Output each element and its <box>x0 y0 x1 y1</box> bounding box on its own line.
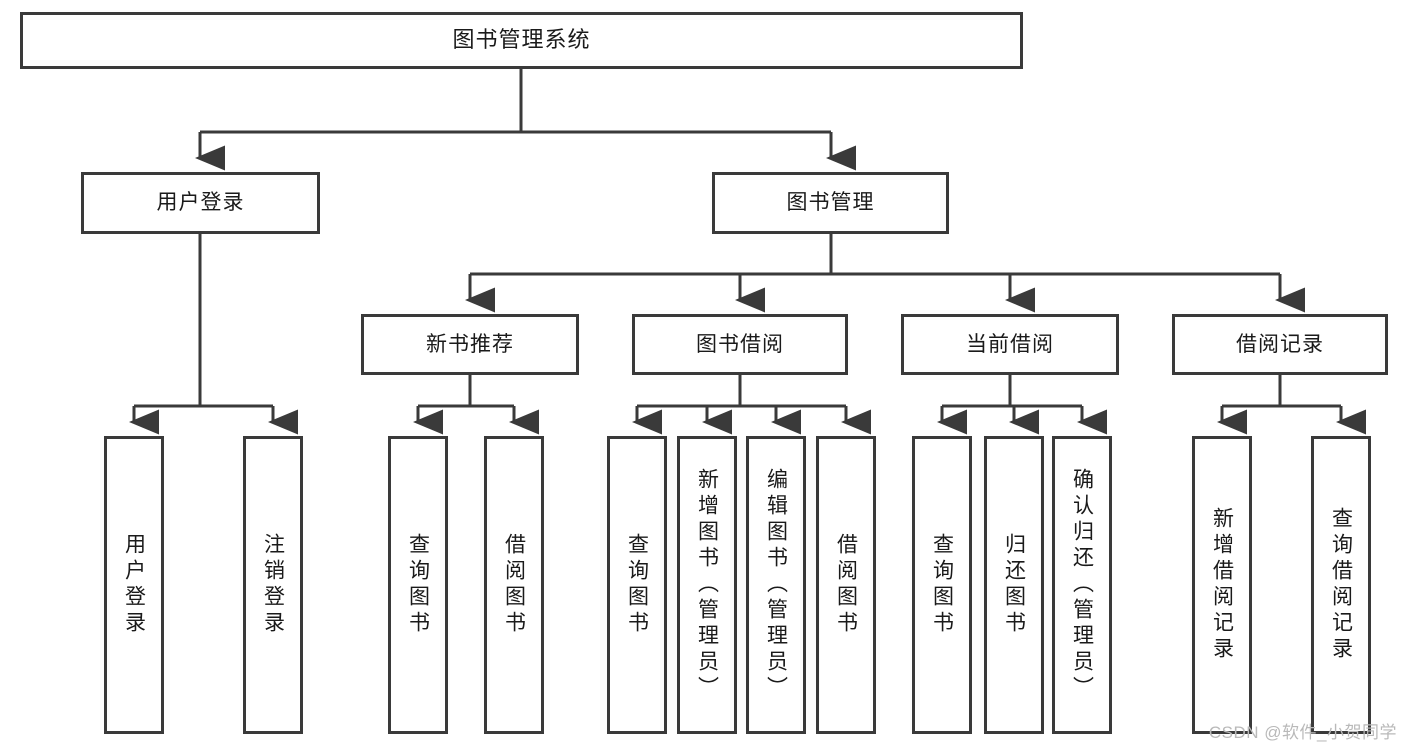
node-root[interactable]: 图书管理系统 <box>20 12 1023 69</box>
node-label: 确认归还（管理员） <box>1070 468 1094 702</box>
node-label: 用户登录 <box>156 191 245 215</box>
node-label: 归还图书 <box>1002 533 1026 637</box>
node-borrow-record[interactable]: 借阅记录 <box>1172 314 1388 375</box>
node-label: 图书管理 <box>786 191 875 215</box>
leaf-confirm-return-admin[interactable]: 确认归还（管理员） <box>1052 436 1112 734</box>
leaf-add-book-admin[interactable]: 新增图书（管理员） <box>677 436 737 734</box>
node-label: 查询图书 <box>930 533 954 637</box>
node-label: 查询借阅记录 <box>1329 507 1353 663</box>
node-label: 新书推荐 <box>426 332 514 356</box>
node-label: 图书借阅 <box>696 332 784 356</box>
leaf-borrow-book-recommend[interactable]: 借阅图书 <box>484 436 544 734</box>
node-label: 图书管理系统 <box>452 27 591 53</box>
watermark: CSDN @软件_小贺同学 <box>1208 723 1397 742</box>
node-label: 用户登录 <box>122 533 146 637</box>
node-user-login[interactable]: 用户登录 <box>81 172 320 234</box>
leaf-return-book[interactable]: 归还图书 <box>984 436 1044 734</box>
leaf-edit-book-admin[interactable]: 编辑图书（管理员） <box>746 436 806 734</box>
node-label: 当前借阅 <box>966 332 1054 356</box>
leaf-add-borrow-record[interactable]: 新增借阅记录 <box>1192 436 1252 734</box>
leaf-borrow-book[interactable]: 借阅图书 <box>816 436 876 734</box>
leaf-user-login[interactable]: 用户登录 <box>104 436 164 734</box>
node-label: 新增借阅记录 <box>1210 507 1234 663</box>
leaf-query-book-borrow[interactable]: 查询图书 <box>607 436 667 734</box>
leaf-query-book-recommend[interactable]: 查询图书 <box>388 436 448 734</box>
node-label: 借阅图书 <box>502 533 526 637</box>
node-new-book-recommend[interactable]: 新书推荐 <box>361 314 579 375</box>
node-label: 新增图书（管理员） <box>695 468 719 702</box>
node-label: 查询图书 <box>625 533 649 637</box>
leaf-logout[interactable]: 注销登录 <box>243 436 303 734</box>
node-current-borrow[interactable]: 当前借阅 <box>901 314 1119 375</box>
node-label: 借阅记录 <box>1236 332 1324 356</box>
node-label: 借阅图书 <box>834 533 858 637</box>
node-label: 编辑图书（管理员） <box>764 468 788 702</box>
node-label: 注销登录 <box>261 533 285 637</box>
leaf-query-book-current[interactable]: 查询图书 <box>912 436 972 734</box>
node-book-borrow[interactable]: 图书借阅 <box>632 314 848 375</box>
leaf-query-borrow-record[interactable]: 查询借阅记录 <box>1311 436 1371 734</box>
node-book-management[interactable]: 图书管理 <box>712 172 949 234</box>
node-label: 查询图书 <box>406 533 430 637</box>
